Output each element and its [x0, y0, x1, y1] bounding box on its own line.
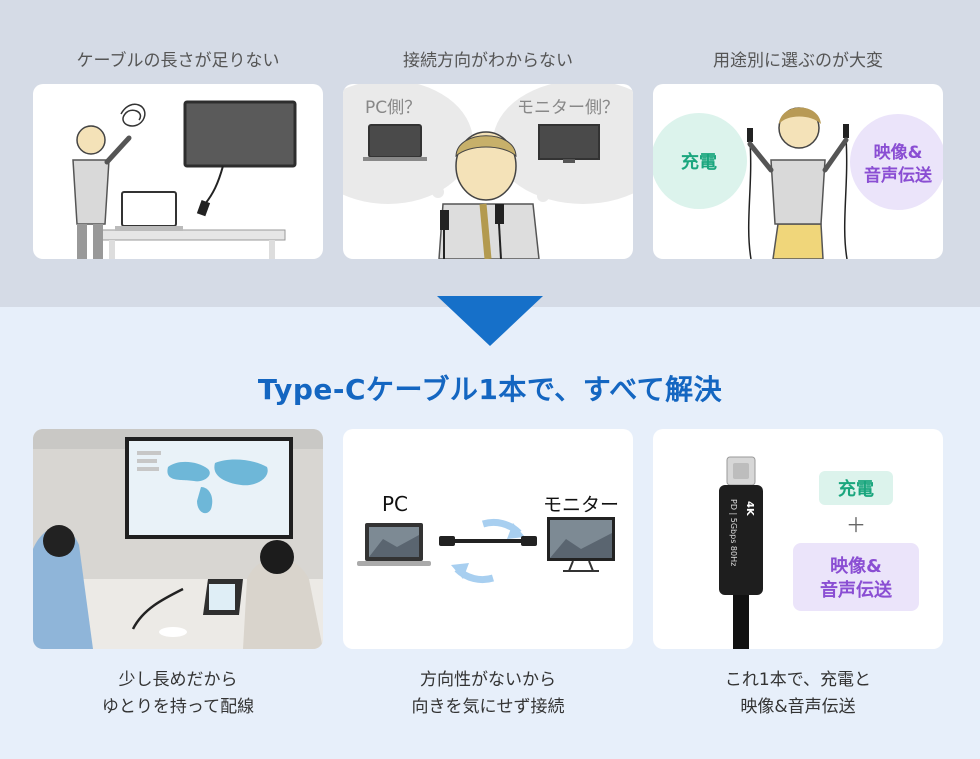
av-label-line1: 映像& [874, 142, 923, 163]
plus-sign: ＋ [846, 513, 866, 537]
monitor-label: モニター [543, 494, 619, 516]
av-label-line1: 映像& [830, 555, 882, 577]
av-tag [793, 543, 919, 611]
solution-caption-length: 少し長めだから ゆとりを持って配線 [33, 667, 323, 721]
meeting-room-photo [33, 429, 323, 649]
person-left [33, 527, 93, 649]
av-bubble [850, 114, 943, 210]
cable-short [204, 165, 224, 205]
solution-caption-all-in-one: これ1本で、充電と 映像&音声伝送 [653, 667, 943, 721]
cable [131, 587, 184, 630]
charge-tag [819, 471, 893, 505]
caption-line2: 映像&音声伝送 [740, 697, 856, 717]
purpose-illustration: 充電 映像& 音声伝送 [653, 107, 943, 259]
cable-end-right [843, 124, 849, 138]
cable-end-left [440, 210, 449, 230]
problem-card-purpose: 充電 映像& 音声伝送 [653, 84, 943, 259]
solution-card-direction: PC モニター [343, 429, 633, 649]
reversible-illustration: PC モニター [357, 492, 619, 584]
caption-line2: ゆとりを持って配線 [101, 697, 255, 717]
caption-line1: 少し長めだから [118, 670, 238, 690]
charge-bubble [653, 113, 747, 209]
solution-card-length [33, 429, 323, 649]
laptop-icon [121, 191, 177, 227]
av-label-line2: 音声伝送 [820, 579, 893, 601]
down-arrow-icon [437, 296, 543, 346]
pc-side-label: PC側？ [365, 98, 421, 118]
person-head [76, 125, 106, 155]
tv-screen [129, 441, 289, 535]
cable-closeup-illustration: PD | 5Gbps 80Hz 4K 充電 ＋ 映像& 音声伝送 [719, 456, 919, 649]
cable [455, 539, 521, 543]
monitor-icon [183, 100, 297, 168]
cable-housing [719, 485, 763, 595]
caption-line1: これ1本で、充電と [724, 670, 872, 690]
charge-label: 充電 [681, 151, 717, 173]
laptop-icon [368, 124, 422, 158]
problem-card-cable-length [33, 84, 323, 259]
person-body [770, 159, 826, 225]
cable-end-right [495, 204, 504, 224]
cable-plug-right [521, 536, 537, 546]
direction-illustration: PC側？ モニター側？ [343, 84, 633, 259]
problem-card-direction: PC側？ モニター側？ [343, 84, 633, 259]
cable-plug-left [439, 536, 455, 546]
person-skirt [772, 223, 824, 259]
solution-card-all-in-one: PD | 5Gbps 80Hz 4K 充電 ＋ 映像& 音声伝送 [653, 429, 943, 649]
problem-caption-purpose: 用途別に選ぶのが大変 [713, 51, 883, 71]
confusion-scribble [120, 103, 146, 127]
solution-headline: Type-Cケーブル1本で、すべて解決 [257, 373, 723, 406]
pc-label: PC [382, 492, 408, 516]
monitor-side-label: モニター側？ [517, 98, 619, 118]
av-label-line2: 音声伝送 [864, 165, 933, 186]
monitor-icon [538, 124, 600, 160]
charge-label: 充電 [838, 478, 874, 500]
caption-line1: 方向性がないから [420, 670, 556, 690]
solution-caption-direction: 方向性がないから 向きを気にせず接続 [343, 667, 633, 721]
problem-caption-cable-length: ケーブルの長さが足りない [76, 51, 280, 71]
caption-line2: 向きを気にせず接続 [411, 697, 565, 717]
cable-print-spec: PD | 5Gbps 80Hz [729, 499, 738, 566]
cable-print-4k: 4K [744, 501, 755, 517]
problem-caption-direction: 接続方向がわからない [403, 51, 573, 71]
person-right [243, 558, 323, 649]
cable-end-left [747, 128, 753, 142]
desk [98, 229, 286, 241]
short-cable-illustration [72, 100, 297, 259]
cable-cord [733, 595, 749, 649]
